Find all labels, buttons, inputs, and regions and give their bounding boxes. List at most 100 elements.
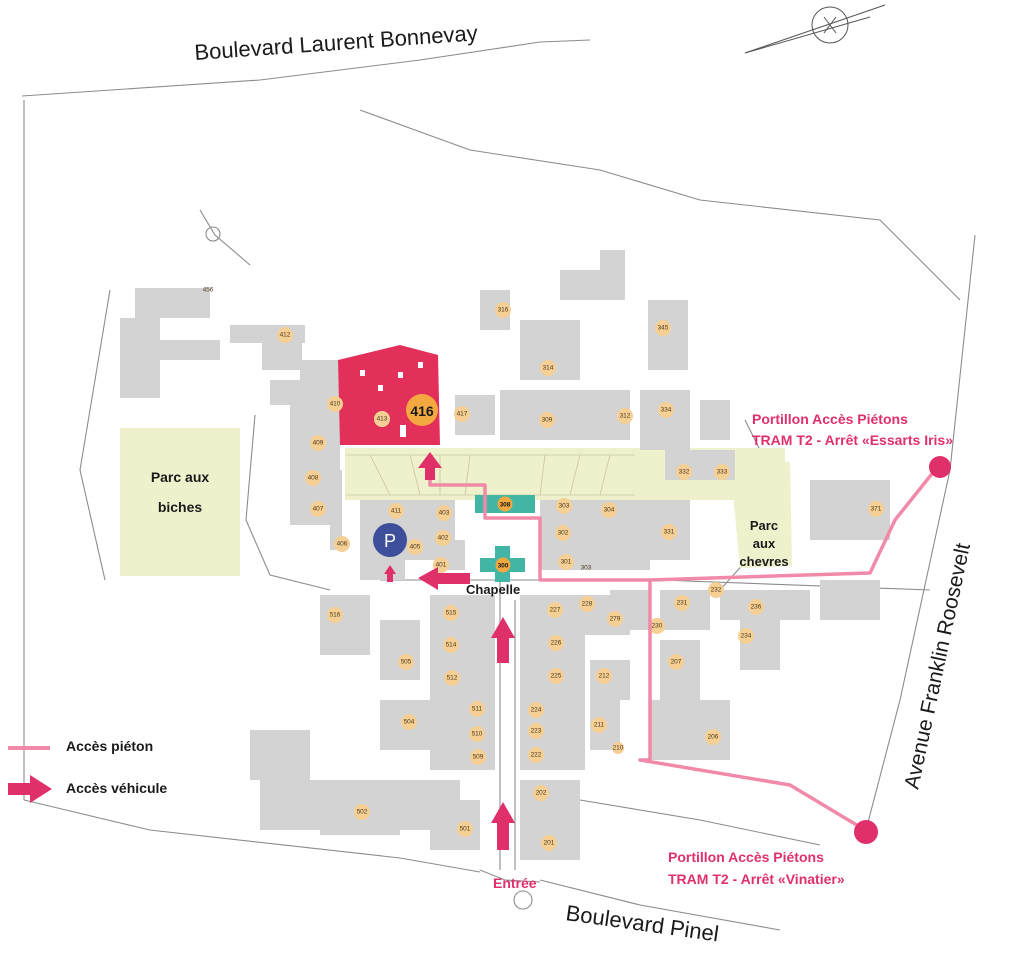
building-marker-279[interactable]: 279: [607, 611, 623, 627]
building-number-label: 505: [401, 659, 412, 666]
building-marker-309[interactable]: 309: [539, 412, 555, 428]
building-marker-232[interactable]: 232: [708, 582, 724, 598]
building-marker-227[interactable]: 227: [547, 602, 563, 618]
building-marker-410[interactable]: 410: [327, 396, 343, 412]
building-marker-circle: [612, 742, 624, 754]
building-marker-236[interactable]: 236: [748, 599, 764, 615]
building-marker-211[interactable]: 211: [591, 717, 607, 733]
building-marker-511[interactable]: 511: [469, 701, 485, 717]
building-marker-333[interactable]: 333: [714, 464, 730, 480]
building-marker-403[interactable]: 403: [436, 505, 452, 521]
building-marker-circle: [556, 498, 572, 514]
building-marker-circle: [676, 464, 692, 480]
building-marker-331[interactable]: 331: [661, 524, 677, 540]
building-marker-408[interactable]: 408: [305, 470, 321, 486]
building-marker-223[interactable]: 223: [528, 723, 544, 739]
building-marker-206[interactable]: 206: [705, 729, 721, 745]
gate-vinatier-label-line1: Portillon Accès Piétons: [668, 849, 824, 865]
building-marker-409[interactable]: 409: [310, 435, 326, 451]
building-marker-303[interactable]: 303: [556, 498, 572, 514]
building-number-label: 201: [544, 840, 555, 847]
building-marker-234[interactable]: 234: [738, 628, 754, 644]
building-marker-230[interactable]: 230: [649, 618, 665, 634]
building-marker-circle: [443, 605, 459, 621]
building-marker-201[interactable]: 201: [541, 835, 557, 851]
building-marker-316[interactable]: 316: [495, 302, 511, 318]
building-number-label: 236: [751, 604, 762, 611]
building-number-label: 227: [550, 607, 561, 614]
building-marker-circle: [541, 835, 557, 851]
building-marker-411[interactable]: 411: [388, 503, 404, 519]
building-marker-413[interactable]: 413: [374, 411, 390, 427]
building-marker-231[interactable]: 231: [674, 595, 690, 611]
building-308-label: 308: [500, 502, 511, 509]
building-marker-512[interactable]: 512: [444, 670, 460, 686]
building-marker-circle: [470, 749, 486, 765]
building-marker-417[interactable]: 417: [454, 406, 470, 422]
building-marker-circle: [528, 702, 544, 718]
building-marker-332[interactable]: 332: [676, 464, 692, 480]
building-number-label: 223: [531, 728, 542, 735]
compass-icon: [744, 4, 886, 54]
building-marker-circle: [528, 723, 544, 739]
building-marker-202[interactable]: 202: [533, 785, 549, 801]
gate-essarts-iris-marker[interactable]: [929, 456, 951, 478]
gate-vinatier-marker[interactable]: [854, 820, 878, 844]
vehicle-arrow-entrance: [491, 802, 515, 850]
building-marker-371[interactable]: 371: [868, 501, 884, 517]
building-marker-207[interactable]: 207: [668, 654, 684, 670]
building-marker-228[interactable]: 228: [579, 596, 595, 612]
building-marker-circle: [705, 729, 721, 745]
building-marker-212[interactable]: 212: [596, 668, 612, 684]
building-marker-412[interactable]: 412: [277, 327, 293, 343]
building-marker-509[interactable]: 509: [470, 749, 486, 765]
building-416-marker[interactable]: [406, 394, 438, 426]
building-marker-406[interactable]: 406: [334, 536, 350, 552]
building-marker-334[interactable]: 334: [658, 402, 674, 418]
building-marker-516[interactable]: 516: [327, 607, 343, 623]
building-number-label: 411: [391, 508, 402, 515]
building-number-label: 413: [377, 416, 388, 423]
building-marker-circle: [668, 654, 684, 670]
building-marker-circle: [555, 525, 571, 541]
building-marker-502[interactable]: 502: [354, 804, 370, 820]
building-marker-circle: [354, 804, 370, 820]
building-marker-456[interactable]: 456: [203, 286, 214, 294]
building-marker-501[interactable]: 501: [457, 821, 473, 837]
chapel-building[interactable]: 300: [480, 546, 525, 582]
building-marker-510[interactable]: 510: [469, 726, 485, 742]
building-number-label: 501: [460, 826, 471, 833]
building-marker-407[interactable]: 407: [310, 501, 326, 517]
building-marker-circle: [591, 717, 607, 733]
vehicle-arrow-chapel: [418, 567, 470, 590]
parking-icon[interactable]: P: [373, 523, 407, 557]
building-marker-225[interactable]: 225: [548, 668, 564, 684]
building-number-label: 206: [708, 734, 719, 741]
building-308[interactable]: 308: [475, 495, 535, 513]
parking-symbol: P: [384, 531, 396, 551]
building-416-label: 416: [410, 403, 434, 419]
building-marker-405[interactable]: 405: [407, 539, 423, 555]
building-marker-222[interactable]: 222: [528, 747, 544, 763]
building-marker-301[interactable]: 301: [558, 554, 574, 570]
building-marker-226[interactable]: 226: [548, 635, 564, 651]
building-marker-514[interactable]: 514: [443, 637, 459, 653]
building-marker-circle: [305, 470, 321, 486]
building-marker-circle: [435, 530, 451, 546]
building-marker-303[interactable]: 303: [581, 564, 592, 572]
building-marker-402[interactable]: 402: [435, 530, 451, 546]
building-marker-304[interactable]: 304: [601, 502, 617, 518]
building-marker-345[interactable]: 345: [655, 320, 671, 336]
building-marker-505[interactable]: 505: [398, 654, 414, 670]
building-marker-312[interactable]: 312: [617, 408, 633, 424]
building-marker-504[interactable]: 504: [401, 714, 417, 730]
building-marker-515[interactable]: 515: [443, 605, 459, 621]
building-marker-302[interactable]: 302: [555, 525, 571, 541]
building-marker-circle: [558, 554, 574, 570]
building-number-label: 417: [457, 411, 468, 418]
building-marker-224[interactable]: 224: [528, 702, 544, 718]
building-marker-210[interactable]: 210: [612, 742, 624, 754]
building-marker-314[interactable]: 314: [540, 360, 556, 376]
building-marker-circle: [310, 435, 326, 451]
building-marker-circle: [548, 668, 564, 684]
